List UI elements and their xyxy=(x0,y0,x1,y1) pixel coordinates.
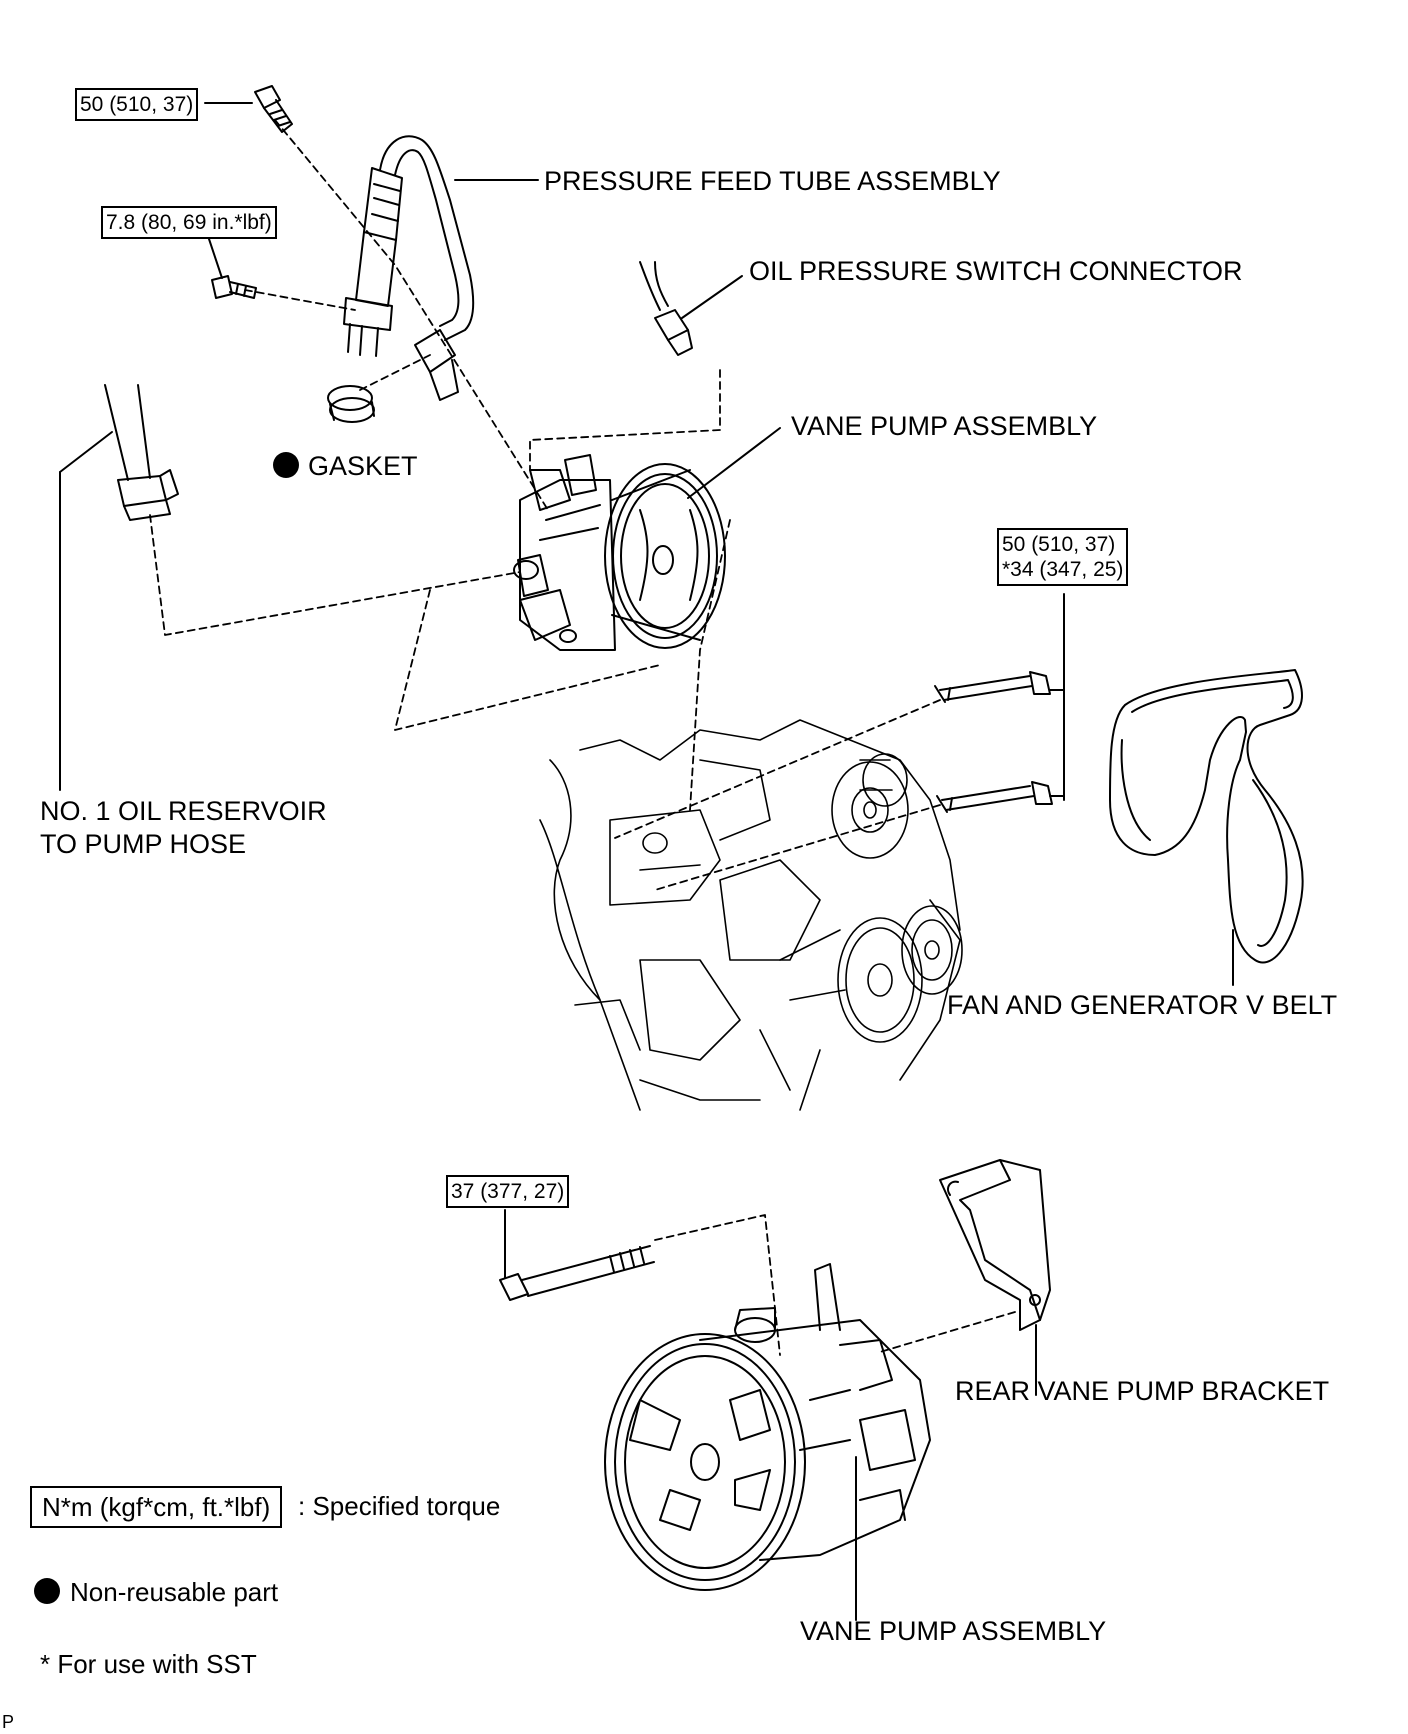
dashed-assembly-lines xyxy=(149,119,1016,1356)
legend-sst-note: * For use with SST xyxy=(40,1649,257,1679)
reservoir-hose-icon xyxy=(104,384,179,521)
bracket-bolt-icon xyxy=(499,1245,655,1301)
torque-pump-bolts: 50 (510, 37) *34 (347, 25) xyxy=(997,528,1129,587)
torque-pump-bolts-line1: 50 (510, 37) xyxy=(1002,533,1116,556)
pump-mounting-bolt-icon xyxy=(934,671,1053,813)
label-oil-pressure-switch: OIL PRESSURE SWITCH CONNECTOR xyxy=(749,256,1243,286)
label-pressure-feed-tube: PRESSURE FEED TUBE ASSEMBLY xyxy=(544,166,1001,196)
label-gasket: GASKET xyxy=(308,451,418,481)
legend-torque-unit: N*m (kgf*cm, ft.*lbf) xyxy=(30,1486,283,1528)
gasket-icon xyxy=(327,385,375,423)
legend-non-reusable-dot-icon xyxy=(34,1578,60,1604)
label-reservoir-hose-line1: NO. 1 OIL RESERVOIR xyxy=(40,796,327,826)
legend-torque-desc: : Specified torque xyxy=(298,1491,501,1521)
corner-mark: P xyxy=(2,1712,15,1732)
label-rear-bracket: REAR VANE PUMP BRACKET xyxy=(955,1376,1330,1406)
pressure-feed-tube-icon xyxy=(343,135,475,401)
legend-non-reusable: Non-reusable part xyxy=(70,1577,279,1607)
torque-bracket-bolt: 37 (377, 27) xyxy=(446,1175,570,1209)
rear-bracket-icon xyxy=(939,1159,1051,1331)
union-bolt-icon xyxy=(254,85,293,133)
vane-pump-top-icon xyxy=(513,454,726,651)
label-vane-pump-bottom: VANE PUMP ASSEMBLY xyxy=(800,1616,1107,1646)
engine-block-icon xyxy=(539,719,963,1111)
v-belt-icon xyxy=(1109,669,1304,964)
vane-pump-bottom-icon xyxy=(604,1263,931,1591)
tube-bolt-icon xyxy=(211,275,257,299)
torque-pump-bolts-line2: *34 (347, 25) xyxy=(1002,558,1124,582)
torque-tube-bolt: 7.8 (80, 69 in.*lbf) xyxy=(101,206,277,240)
oil-pressure-switch-connector-icon xyxy=(639,261,693,356)
label-vane-pump-top: VANE PUMP ASSEMBLY xyxy=(791,411,1098,441)
torque-union-bolt: 50 (510, 37) xyxy=(75,88,199,122)
label-fan-belt: FAN AND GENERATOR V BELT xyxy=(947,990,1338,1020)
label-reservoir-hose-line2: TO PUMP HOSE xyxy=(40,829,247,859)
non-reusable-dot-icon xyxy=(273,452,299,478)
